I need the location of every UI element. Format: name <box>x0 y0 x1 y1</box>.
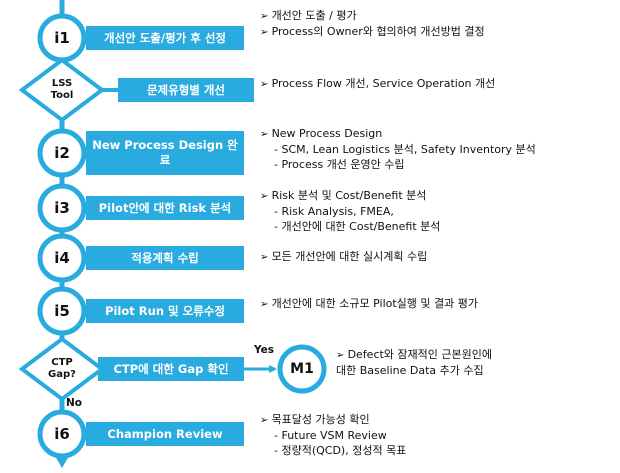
description-sub-item: - Process 개선 운영안 수립 <box>274 158 405 171</box>
step-id: i2 <box>54 144 70 162</box>
step-description: 개선안에 대한 소규모 Pilot실행 및 결과 평가 <box>260 296 478 312</box>
yes-label: Yes <box>254 344 275 356</box>
decision-label: CTP Gap? <box>48 357 76 380</box>
step-box <box>118 78 254 102</box>
step-box <box>86 131 244 175</box>
step-id: i5 <box>54 302 70 320</box>
step-box-label: 개선안 도출/평가 후 선정 <box>103 30 226 45</box>
step-circle <box>37 183 87 233</box>
m1-description-line: Defect와 잠재적인 근본원인에 <box>336 347 492 363</box>
step-box-label: 적용계획 수립 <box>131 250 199 265</box>
step-box <box>86 196 244 220</box>
step-box-label: 문제유형별 개선 <box>146 82 226 97</box>
description-bullet: Process Flow 개선, Service Operation 개선 <box>260 76 496 92</box>
description-sub-item: - 정량적(QCD), 정성적 목표 <box>274 444 407 457</box>
step-id: i6 <box>54 425 70 443</box>
step-box <box>86 299 244 323</box>
description-bullet: New Process Design <box>260 126 536 142</box>
step-box <box>86 422 244 446</box>
description-bullet: 목표달성 가능성 확인 <box>260 412 406 428</box>
step-box-label: Pilot안에 대한 Risk 분석 <box>98 200 232 215</box>
step-id: i1 <box>54 29 70 47</box>
step-box <box>86 26 244 50</box>
step-box-label: Pilot Run 및 오류수정 <box>105 303 225 318</box>
flow-spine-arrow <box>55 456 69 468</box>
step-circle <box>37 233 87 283</box>
step-box-label: CTP에 대한 Gap 확인 <box>113 361 229 376</box>
step-description: 모든 개선안에 대한 실시계획 수립 <box>260 249 428 265</box>
m1-description-line: 대한 Baseline Data 추가 수집 <box>336 364 484 377</box>
step-description: 개선안 도출 / 평가Process의 Owner와 협의하여 개선방법 결정 <box>260 8 485 40</box>
m1-label: M1 <box>290 361 314 377</box>
m1-circle <box>277 344 327 394</box>
step-circle <box>37 286 87 336</box>
description-bullet: Process의 Owner와 협의하여 개선방법 결정 <box>260 24 485 40</box>
step-description: Risk 분석 및 Cost/Benefit 분석- Risk Analysis… <box>260 188 441 234</box>
step-circle <box>37 128 87 178</box>
description-sub-item: - Future VSM Review <box>274 429 387 442</box>
step-description: Process Flow 개선, Service Operation 개선 <box>260 76 496 92</box>
description-bullet: 개선안에 대한 소규모 Pilot실행 및 결과 평가 <box>260 296 478 312</box>
decision-label: LSS Tool <box>50 78 74 101</box>
description-bullet: 개선안 도출 / 평가 <box>260 8 485 24</box>
description-sub-item: - 개선안에 대한 Cost/Benefit 분석 <box>274 220 441 233</box>
decision-diamond <box>18 57 106 123</box>
step-description: New Process Design- SCM, Lean Logistics … <box>260 126 536 172</box>
step-box-label: New Process Design 완료 <box>92 138 238 167</box>
decision-diamond <box>18 336 106 402</box>
step-id: i4 <box>54 249 70 267</box>
description-bullet: Risk 분석 및 Cost/Benefit 분석 <box>260 188 440 204</box>
step-id: i3 <box>54 199 70 217</box>
step-circle <box>37 409 87 459</box>
no-label: No <box>66 397 83 409</box>
description-bullet: 모든 개선안에 대한 실시계획 수립 <box>260 249 428 265</box>
step-description: 목표달성 가능성 확인- Future VSM Review - 정량적(QCD)… <box>260 412 407 458</box>
description-sub-item: - SCM, Lean Logistics 분석, Safety Invento… <box>274 143 536 156</box>
step-box <box>86 246 244 270</box>
description-sub-item: - Risk Analysis, FMEA, <box>274 205 394 218</box>
step-box-label: Champion Review <box>107 426 223 441</box>
step-box <box>98 357 244 381</box>
